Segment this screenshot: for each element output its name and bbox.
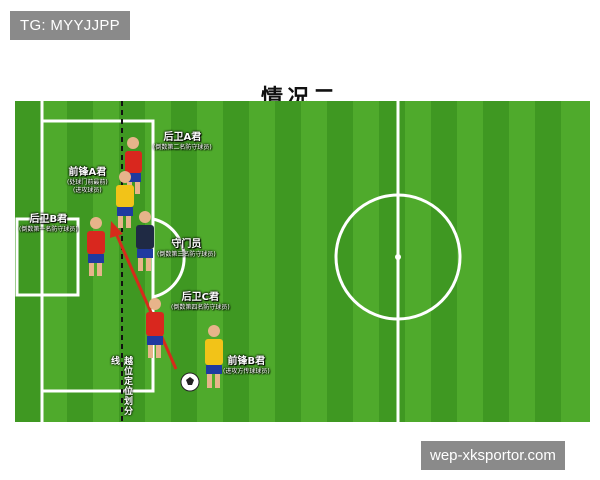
- forward-b-label: 前锋B君 (进攻方传球球员): [223, 356, 270, 375]
- back-c-label: 后卫C君 (倒数第四名防守球员): [171, 292, 230, 311]
- grass-stripes: [15, 101, 590, 422]
- corner-tag: TG: MYYJJPP: [10, 11, 130, 40]
- player-forward-a: [116, 171, 134, 228]
- soccer-ball-icon: [180, 372, 200, 392]
- field-graphic: [15, 101, 590, 422]
- back-a-label: 后卫A君 (倒数第二名防守球员): [153, 132, 212, 151]
- player-back-c: [146, 298, 164, 358]
- back-b-label: 后卫B君 (倒数第一名防守球员): [19, 214, 78, 233]
- pass-arrow: [110, 221, 178, 370]
- pitch-lines: [15, 101, 462, 422]
- center-spot: [395, 254, 401, 260]
- forward-a-label: 前锋A君 (处球门前最前) (进攻球员): [67, 167, 108, 194]
- player-back-b: [87, 217, 105, 276]
- soccer-field: 后卫A君 (倒数第二名防守球员) 前锋A君 (处球门前最前) (进攻球员) 后卫…: [15, 101, 590, 422]
- watermark: wep-xksportor.com: [421, 441, 565, 470]
- player-goalkeeper: [136, 211, 154, 271]
- player-forward-b: [205, 325, 223, 388]
- offside-line-label: 越位定位划分线: [109, 356, 132, 416]
- goalkeeper-label: 守门员 (倒数第三名防守球员): [157, 239, 216, 258]
